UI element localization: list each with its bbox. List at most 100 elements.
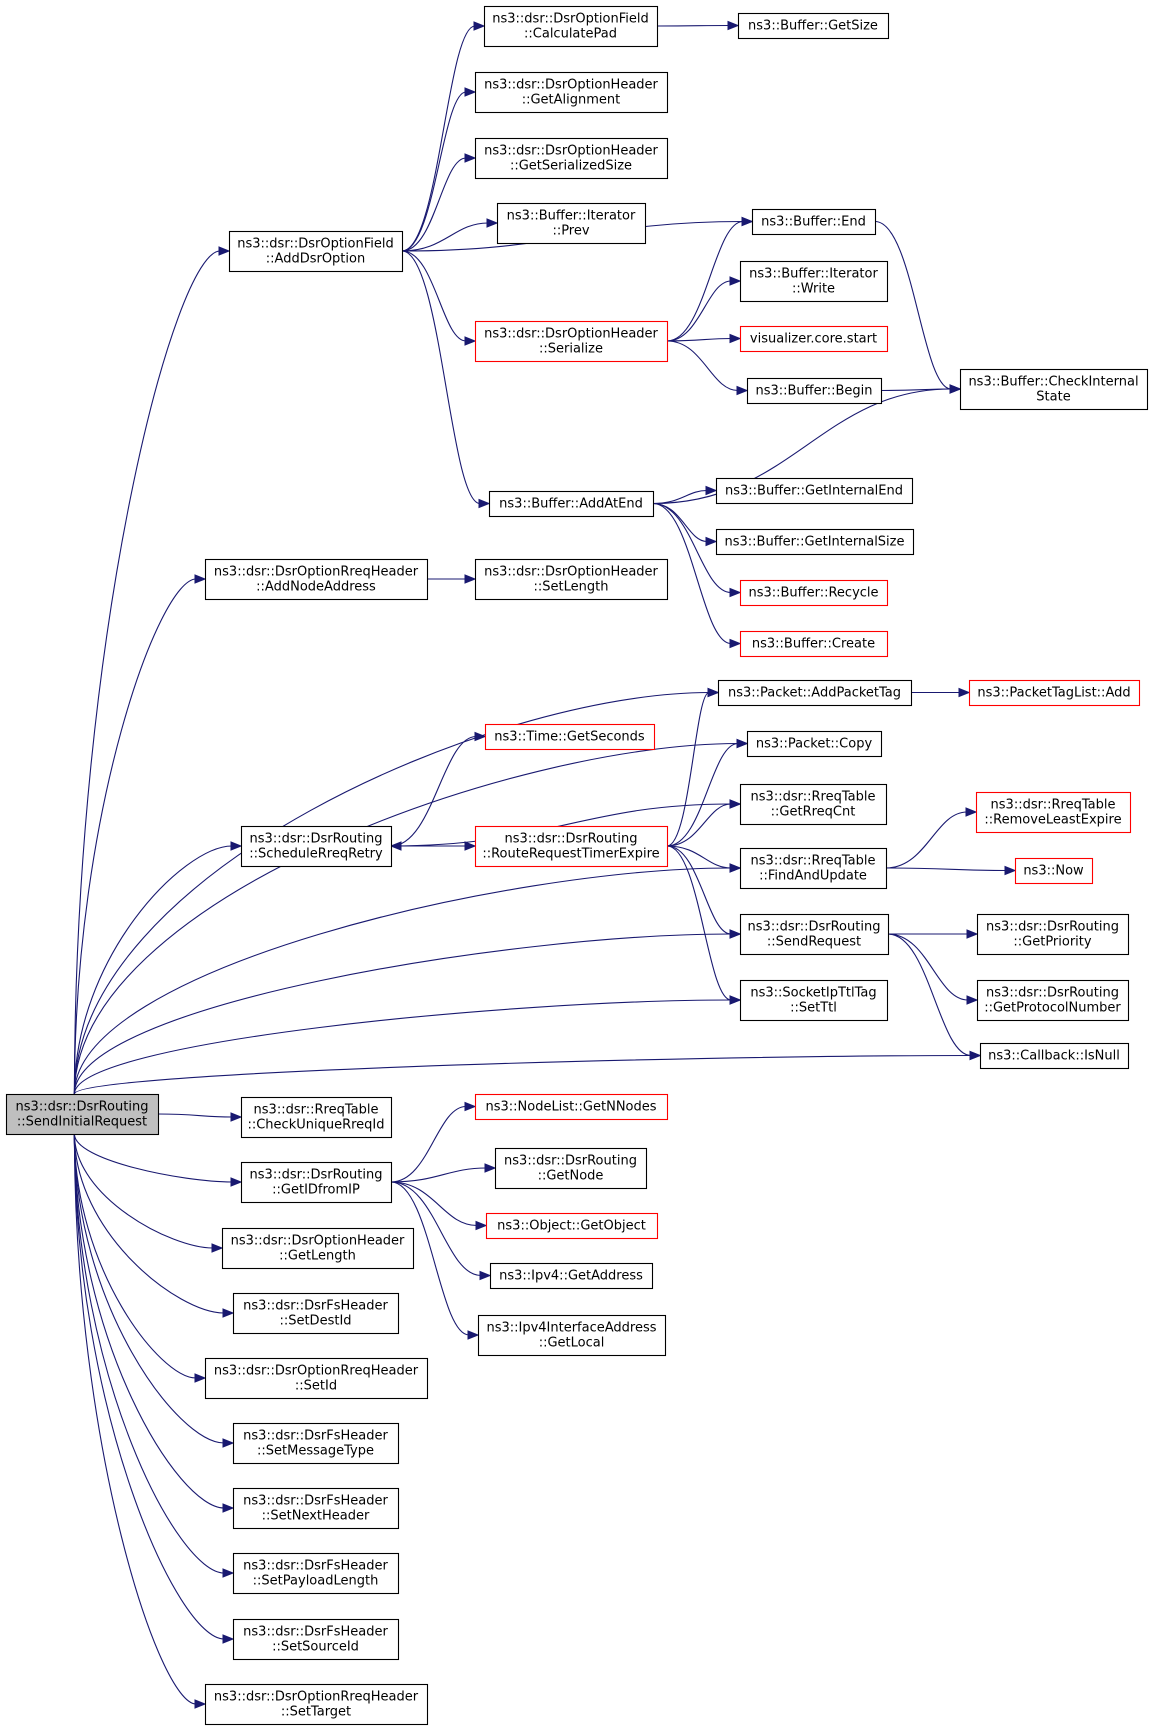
arrowhead xyxy=(222,1438,235,1448)
edge-addnodeaddr-to-setlength xyxy=(427,574,477,584)
node-label: ::SetDestId xyxy=(279,1314,351,1329)
node-bufend[interactable]: ns3::Buffer::End xyxy=(751,208,877,236)
node-setttl[interactable]: ns3::SocketIpTtlTag::SetTtl xyxy=(739,979,889,1022)
node-recycle[interactable]: ns3::Buffer::Recycle xyxy=(739,579,889,607)
node-setsourceid[interactable]: ns3::dsr::DsrFsHeader::SetSourceId xyxy=(232,1618,400,1661)
node-findupdate[interactable]: ns3::dsr::RreqTable::FindAndUpdate xyxy=(739,847,888,890)
arrowhead xyxy=(729,276,742,286)
edge-serialize-to-vizstart xyxy=(666,333,742,344)
node-getserial[interactable]: ns3::dsr::DsrOptionHeader::GetSerialized… xyxy=(474,137,669,180)
edge-getidfromip-to-getobject xyxy=(390,1181,488,1231)
node-box xyxy=(204,1683,429,1726)
node-getintsize[interactable]: ns3::Buffer::GetInternalSize xyxy=(715,528,915,556)
node-getnode[interactable]: ns3::dsr::DsrRouting::GetNode xyxy=(494,1147,648,1190)
node-iterprev[interactable]: ns3::Buffer::Iterator::Prev xyxy=(496,202,647,245)
node-label: ns3::dsr::DsrFsHeader xyxy=(243,1559,388,1574)
node-getrreqcnt[interactable]: ns3::dsr::RreqTable::GetRreqCnt xyxy=(739,783,888,826)
edge-line xyxy=(887,933,969,1001)
node-box xyxy=(474,71,669,114)
node-box xyxy=(739,783,888,826)
node-label: ns3::Now xyxy=(1023,864,1084,879)
arrowhead xyxy=(478,498,491,509)
arrowhead xyxy=(729,995,742,1005)
node-setnexthdr[interactable]: ns3::dsr::DsrFsHeader::SetNextHeader xyxy=(232,1487,400,1530)
node-getintend[interactable]: ns3::Buffer::GetInternalEnd xyxy=(715,477,914,505)
node-setlength[interactable]: ns3::dsr::DsrOptionHeader::SetLength xyxy=(474,558,669,601)
edge-line xyxy=(666,340,739,392)
node-removeleast[interactable]: ns3::dsr::RreqTable::RemoveLeastExpire xyxy=(975,791,1132,834)
edge-line xyxy=(157,1113,233,1118)
arrowhead xyxy=(741,216,754,227)
edge-line xyxy=(390,1181,482,1277)
node-label: ns3::Callback::IsNull xyxy=(988,1049,1120,1064)
node-label: ns3::dsr::RreqTable xyxy=(751,790,876,805)
node-box xyxy=(204,1357,429,1400)
node-vizstart[interactable]: visualizer.core.start xyxy=(739,325,889,353)
node-getseconds[interactable]: ns3::Time::GetSeconds xyxy=(484,723,656,751)
node-label: ns3::dsr::DsrRouting xyxy=(16,1100,149,1115)
edge-line xyxy=(73,1133,225,1640)
node-taglistadd[interactable]: ns3::PacketTagList::Add xyxy=(968,679,1141,707)
arrowhead xyxy=(194,1373,207,1383)
node-iterwrite[interactable]: ns3::Buffer::Iterator::Write xyxy=(739,260,889,303)
node-bufbegin[interactable]: ns3::Buffer::Begin xyxy=(746,377,883,405)
node-label: ns3::dsr::DsrRouting xyxy=(986,986,1119,1001)
node-getlocal[interactable]: ns3::Ipv4InterfaceAddress::GetLocal xyxy=(477,1314,667,1357)
node-packetcopy[interactable]: ns3::Packet::Copy xyxy=(746,730,883,758)
node-sendrequest[interactable]: ns3::dsr::DsrRouting::SendRequest xyxy=(739,913,890,956)
node-setid[interactable]: ns3::dsr::DsrOptionRreqHeader::SetId xyxy=(204,1357,429,1400)
node-adddsr[interactable]: ns3::dsr::DsrOptionField::AddDsrOption xyxy=(228,230,404,273)
node-label: ns3::Buffer::GetSize xyxy=(748,19,878,34)
node-setdestid[interactable]: ns3::dsr::DsrFsHeader::SetDestId xyxy=(232,1292,400,1335)
node-schedulerreq[interactable]: ns3::dsr::DsrRouting::ScheduleRreqRetry xyxy=(240,825,393,868)
arrowhead xyxy=(729,333,742,344)
arrowhead xyxy=(211,1243,224,1253)
node-addnodeaddr[interactable]: ns3::dsr::DsrOptionRreqHeader::AddNodeAd… xyxy=(204,558,429,601)
node-getalign[interactable]: ns3::dsr::DsrOptionHeader::GetAlignment xyxy=(474,71,669,114)
edge-line xyxy=(73,1133,225,1314)
node-bufcreate[interactable]: ns3::Buffer::Create xyxy=(739,630,889,658)
node-getsize[interactable]: ns3::Buffer::GetSize xyxy=(737,12,890,40)
node-getlength[interactable]: ns3::dsr::DsrOptionHeader::GetLength xyxy=(221,1227,415,1270)
node-label: ::FindAndUpdate xyxy=(759,869,867,884)
node-addpackettag[interactable]: ns3::Packet::AddPacketTag xyxy=(717,679,913,707)
edge-adddsr-to-getalign xyxy=(401,87,477,252)
node-getnnodes[interactable]: ns3::NodeList::GetNNodes xyxy=(474,1093,669,1121)
node-serialize[interactable]: ns3::dsr::DsrOptionHeader::Serialize xyxy=(474,320,669,363)
node-now[interactable]: ns3::Now xyxy=(1014,857,1094,885)
node-setpayload[interactable]: ns3::dsr::DsrFsHeader::SetPayloadLength xyxy=(232,1552,400,1595)
node-getpriority[interactable]: ns3::dsr::DsrRouting::GetPriority xyxy=(976,913,1130,956)
node-box xyxy=(488,490,655,518)
node-routereqtimer[interactable]: ns3::dsr::DsrRouting::RouteRequestTimerE… xyxy=(474,825,669,868)
node-checkunique[interactable]: ns3::dsr::RreqTable::CheckUniqueRreqId xyxy=(240,1096,393,1139)
edge-sendinitial-to-schedulerreq xyxy=(73,841,243,1095)
node-getaddress[interactable]: ns3::Ipv4::GetAddress xyxy=(489,1262,654,1290)
edge-addatend-to-bufcreate xyxy=(652,502,742,649)
node-isnull[interactable]: ns3::Callback::IsNull xyxy=(979,1042,1130,1070)
node-addatend[interactable]: ns3::Buffer::AddAtEnd xyxy=(488,490,655,518)
node-getprotonum[interactable]: ns3::dsr::DsrRouting::GetProtocolNumber xyxy=(976,979,1130,1022)
edge-sendrequest-to-getpriority xyxy=(887,929,979,939)
edge-line xyxy=(401,25,476,252)
edge-calcpad-to-getsize xyxy=(656,20,740,31)
node-box xyxy=(232,1618,400,1661)
arrowhead xyxy=(222,1308,235,1318)
arrowhead xyxy=(230,841,243,851)
node-label: ns3::PacketTagList::Add xyxy=(977,686,1130,701)
node-box xyxy=(232,1487,400,1530)
node-label: ns3::dsr::RreqTable xyxy=(254,1103,379,1118)
edge-adddsr-to-serialize xyxy=(401,250,477,346)
node-sendinitial[interactable]: ns3::dsr::DsrRouting::SendInitialRequest xyxy=(5,1093,160,1136)
node-calcpad[interactable]: ns3::dsr::DsrOptionField::CalculatePad xyxy=(483,5,659,48)
node-setmsgtype[interactable]: ns3::dsr::DsrFsHeader::SetMessageType xyxy=(232,1422,400,1465)
arrowhead xyxy=(194,574,207,584)
node-settarget[interactable]: ns3::dsr::DsrOptionRreqHeader::SetTarget xyxy=(204,1683,429,1726)
node-getobject[interactable]: ns3::Object::GetObject xyxy=(485,1212,659,1240)
node-label: ns3::Buffer::AddAtEnd xyxy=(499,497,643,512)
node-getidfromip[interactable]: ns3::dsr::DsrRouting::GetIDfromIP xyxy=(240,1161,393,1204)
node-label: ::Serialize xyxy=(539,342,603,357)
edge-schedulerreq-to-getseconds xyxy=(390,731,487,847)
node-label: ns3::Buffer::GetInternalSize xyxy=(725,535,905,550)
node-label: ns3::Ipv4::GetAddress xyxy=(499,1269,643,1284)
